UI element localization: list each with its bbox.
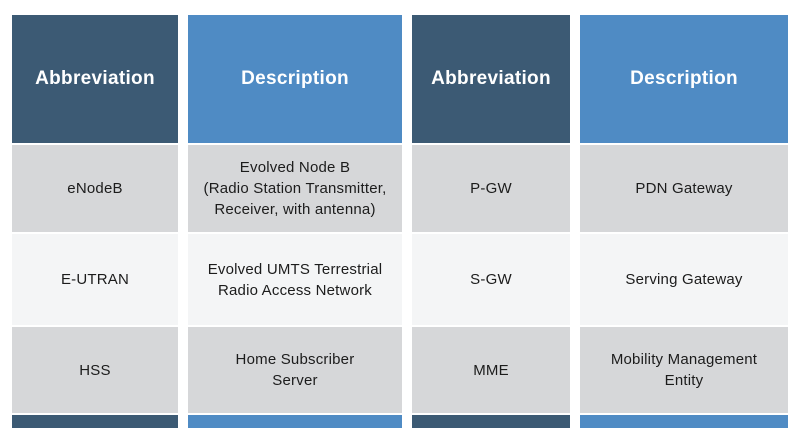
- cutoff-header-bar-dark-left: [12, 415, 178, 428]
- cell-desc-eutran: Evolved UMTS Terrestrial Radio Access Ne…: [188, 234, 402, 325]
- column-abbreviation-left: Abbreviation eNodeB E-UTRAN HSS: [12, 15, 178, 428]
- header-description-left: Description: [188, 15, 402, 143]
- cell-abbr-mme: MME: [412, 327, 570, 413]
- cell-abbr-enodeb: eNodeB: [12, 145, 178, 232]
- header-description-right: Description: [580, 15, 788, 143]
- column-description-right: Description PDN Gateway Serving Gateway …: [580, 15, 788, 428]
- cell-desc-sgw: Serving Gateway: [580, 234, 788, 325]
- cutoff-header-bar-blue-right: [580, 415, 788, 428]
- cell-desc-pgw: PDN Gateway: [580, 145, 788, 232]
- cell-abbr-sgw: S-GW: [412, 234, 570, 325]
- cell-desc-mme: Mobility Management Entity: [580, 327, 788, 413]
- cutoff-header-bar-dark-right: [412, 415, 570, 428]
- abbreviation-table: Abbreviation eNodeB E-UTRAN HSS Descript…: [12, 15, 788, 428]
- column-description-left: Description Evolved Node B (Radio Statio…: [188, 15, 402, 428]
- cell-abbr-hss: HSS: [12, 327, 178, 413]
- cell-desc-enodeb: Evolved Node B (Radio Station Transmitte…: [188, 145, 402, 232]
- cell-abbr-eutran: E-UTRAN: [12, 234, 178, 325]
- cell-desc-hss: Home Subscriber Server: [188, 327, 402, 413]
- cutoff-header-bar-blue-left: [188, 415, 402, 428]
- header-abbreviation-right: Abbreviation: [412, 15, 570, 143]
- column-abbreviation-right: Abbreviation P-GW S-GW MME: [412, 15, 570, 428]
- header-abbreviation-left: Abbreviation: [12, 15, 178, 143]
- cell-abbr-pgw: P-GW: [412, 145, 570, 232]
